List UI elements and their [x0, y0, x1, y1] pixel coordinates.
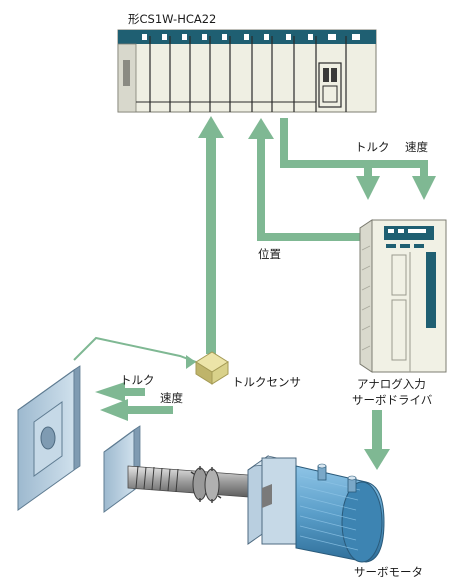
load-speed-arrow-shaft [125, 406, 173, 414]
driver-to-motor-arrow-head [364, 449, 390, 470]
load-speed-arrow-head [100, 399, 128, 421]
load-torque-arrow [95, 382, 125, 402]
torque-sensor-label: トルクセンサ [232, 375, 301, 389]
torque-sensor-signal-line [206, 136, 216, 354]
shaft-assembly [127, 465, 263, 503]
servo-motor [247, 455, 385, 563]
position-signal-line [257, 138, 360, 241]
plc-unit [117, 29, 377, 113]
torque-command-arrow-head [356, 176, 380, 200]
torque-sensor-wire [73, 336, 197, 363]
signal-arrows [95, 116, 436, 470]
driver-to-motor-line [372, 410, 382, 450]
servo-motor-label: サーボモータ [354, 565, 423, 579]
position-arrow-head [248, 118, 274, 139]
servo-driver-label-2: サーボドライバ [352, 393, 433, 407]
speed-command-arrow-head [412, 176, 436, 200]
plc-model-label: 形CS1W-HCA22 [128, 12, 216, 26]
position-label: 位置 [258, 247, 281, 261]
torque-sensor-arrow-head [198, 116, 224, 138]
command-signal-line [280, 118, 428, 176]
load-torque-label: トルク [120, 373, 155, 387]
speed-label: 速度 [405, 140, 428, 154]
servo-driver-label-1: アナログ入力 [357, 377, 426, 391]
load-plate [17, 365, 81, 511]
wire-arrow-head [186, 355, 196, 369]
load-speed-label: 速度 [160, 391, 183, 405]
torque-sensor [195, 351, 229, 385]
servo-driver [359, 219, 447, 373]
torque-label: トルク [355, 140, 390, 154]
